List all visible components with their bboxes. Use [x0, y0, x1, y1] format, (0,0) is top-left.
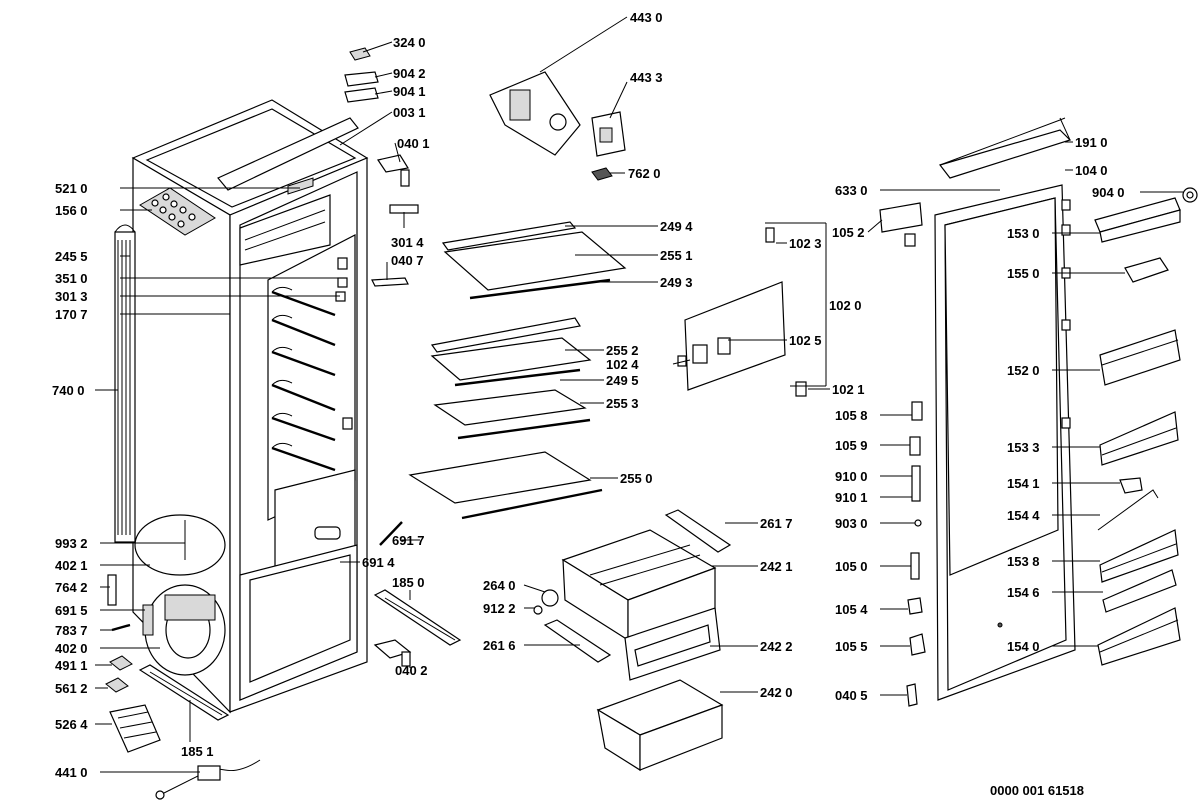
callout-783-7: 783 7	[55, 623, 88, 638]
thermostat-assembly	[489, 71, 626, 181]
callout-633-0: 633 0	[835, 183, 868, 198]
callout-351-0: 351 0	[55, 271, 88, 286]
callout-040-1: 040 1	[397, 136, 430, 151]
callout-155-0: 155 0	[1007, 266, 1040, 281]
callout-185-0: 185 0	[392, 575, 425, 590]
callout-040-2: 040 2	[395, 663, 428, 678]
callout-105-2: 105 2	[832, 225, 865, 240]
callout-301-4: 301 4	[391, 235, 424, 250]
callout-764-2: 764 2	[55, 580, 88, 595]
callout-104-0: 104 0	[1075, 163, 1108, 178]
callout-154-6: 154 6	[1007, 585, 1040, 600]
callout-102-4: 102 4	[606, 357, 639, 372]
callout-249-4: 249 4	[660, 219, 693, 234]
callout-903-0: 903 0	[835, 516, 868, 531]
callout-105-8: 105 8	[835, 408, 868, 423]
callout-249-3: 249 3	[660, 275, 693, 290]
callout-105-5: 105 5	[835, 639, 868, 654]
callout-170-7: 170 7	[55, 307, 88, 322]
callout-904-1: 904 1	[393, 84, 426, 99]
callout-691-5: 691 5	[55, 603, 88, 618]
callout-105-9: 105 9	[835, 438, 868, 453]
callout-691-7: 691 7	[392, 533, 425, 548]
leader-lines	[95, 16, 1183, 773]
freezer-flap	[677, 222, 827, 397]
callout-105-4: 105 4	[835, 602, 868, 617]
callout-040-7: 040 7	[391, 253, 424, 268]
callout-255-1: 255 1	[660, 248, 693, 263]
callout-040-5: 040 5	[835, 688, 868, 703]
glass-shelves	[408, 221, 627, 520]
callout-102-0: 102 0	[829, 298, 862, 313]
callout-904-0: 904 0	[1092, 185, 1125, 200]
callout-443-3: 443 3	[630, 70, 663, 85]
document-code: 0000 001 61518	[990, 783, 1084, 798]
callout-191-0: 191 0	[1075, 135, 1108, 150]
callout-152-0: 152 0	[1007, 363, 1040, 378]
callout-912-2: 912 2	[483, 601, 516, 616]
callout-labels: 324 0 904 2 904 1 003 1 040 1 521 0 156 …	[52, 10, 1125, 798]
callout-102-5: 102 5	[789, 333, 822, 348]
callout-102-3: 102 3	[789, 236, 822, 251]
callout-402-0: 402 0	[55, 641, 88, 656]
callout-242-1: 242 1	[760, 559, 793, 574]
callout-526-4: 526 4	[55, 717, 88, 732]
callout-443-0: 443 0	[630, 10, 663, 25]
callout-255-2: 255 2	[606, 343, 639, 358]
callout-402-1: 402 1	[55, 558, 88, 573]
callout-740-0: 740 0	[52, 383, 85, 398]
callout-993-2: 993 2	[55, 536, 88, 551]
compressor	[134, 514, 226, 676]
callout-910-0: 910 0	[835, 469, 868, 484]
callout-249-5: 249 5	[606, 373, 639, 388]
callout-261-6: 261 6	[483, 638, 516, 653]
callout-154-4: 154 4	[1007, 508, 1040, 523]
callout-242-2: 242 2	[760, 639, 793, 654]
callout-102-1: 102 1	[832, 382, 865, 397]
fridge-door	[879, 117, 1198, 707]
callout-153-8: 153 8	[1007, 554, 1040, 569]
callout-264-0: 264 0	[483, 578, 516, 593]
shelf-rails	[271, 286, 336, 472]
callout-491-1: 491 1	[55, 658, 88, 673]
callout-441-0: 441 0	[55, 765, 88, 780]
callout-324-0: 324 0	[393, 35, 426, 50]
callout-154-1: 154 1	[1007, 476, 1040, 491]
callout-561-2: 561 2	[55, 681, 88, 696]
callout-105-0: 105 0	[835, 559, 868, 574]
callout-156-0: 156 0	[55, 203, 88, 218]
callout-261-7: 261 7	[760, 516, 793, 531]
ice-tray	[139, 187, 216, 236]
callout-255-3: 255 3	[606, 396, 639, 411]
callout-301-3: 301 3	[55, 289, 88, 304]
callout-185-1: 185 1	[181, 744, 214, 759]
callout-762-0: 762 0	[628, 166, 661, 181]
condenser	[114, 224, 136, 543]
callout-154-0: 154 0	[1007, 639, 1040, 654]
callout-003-1: 003 1	[393, 105, 426, 120]
callout-153-0: 153 0	[1007, 226, 1040, 241]
callout-153-3: 153 3	[1007, 440, 1040, 455]
callout-691-4: 691 4	[362, 555, 395, 570]
callout-910-1: 910 1	[835, 490, 868, 505]
callout-904-2: 904 2	[393, 66, 426, 81]
drawers	[533, 509, 732, 772]
callout-255-0: 255 0	[620, 471, 653, 486]
callout-521-0: 521 0	[55, 181, 88, 196]
fridge-cabinet	[105, 47, 462, 800]
callout-245-5: 245 5	[55, 249, 88, 264]
callout-242-0: 242 0	[760, 685, 793, 700]
